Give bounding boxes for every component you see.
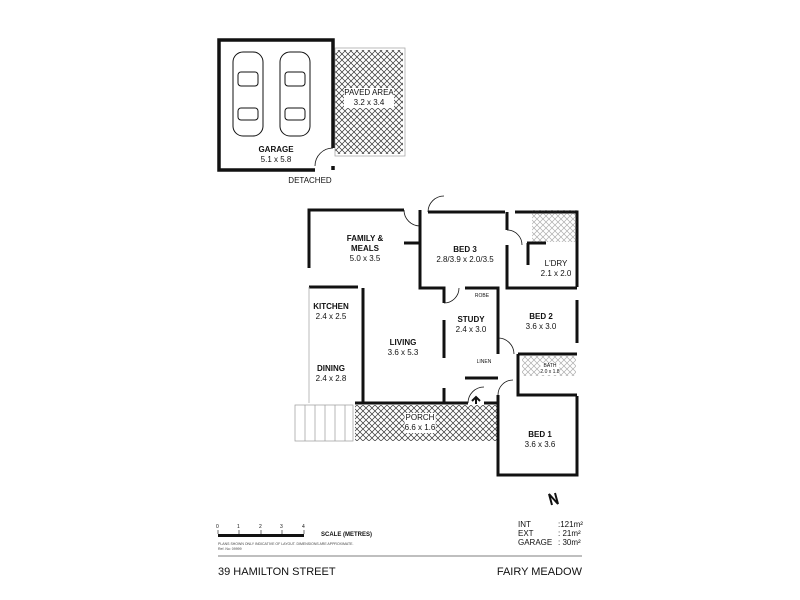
room-size: 2.4 x 3.0 <box>455 325 487 334</box>
room-size: 6.6 x 1.6 <box>404 423 436 432</box>
room-name: BED 2 <box>529 312 553 321</box>
room-size: 3.2 x 3.4 <box>353 98 385 107</box>
detached-note: DETACHED <box>288 176 332 185</box>
room-name: STUDY <box>457 315 485 324</box>
room-size: 2.1 x 2.0 <box>540 269 572 278</box>
reference-number: Ref. No: 09999 <box>218 547 242 551</box>
room-name: BATH <box>543 363 557 369</box>
suburb: FAIRY MEADOW <box>496 566 582 578</box>
scale-tick: 2 <box>259 524 262 530</box>
area-row: GARAGE : 30m² <box>518 538 583 547</box>
room-name: BED 3 <box>453 245 477 254</box>
area-label: INT <box>518 520 531 529</box>
scale-tick: 3 <box>280 524 283 530</box>
robe-label: ROBE <box>474 293 490 299</box>
entry-arrow-icon <box>471 395 481 404</box>
room-name: L'DRY <box>544 259 568 268</box>
room-size: 3.6 x 3.6 <box>524 440 556 449</box>
room-name: GARAGE <box>258 145 294 154</box>
area-row: EXT : 21m² <box>518 529 583 538</box>
disclaimer: PLANS SHOWN ONLY INDICATIVE OF LAYOUT. D… <box>218 542 354 546</box>
room-size: 5.1 x 5.8 <box>260 155 292 164</box>
scale-label: SCALE (METRES) <box>321 532 372 538</box>
room-size: 3.6 x 3.0 <box>525 322 557 331</box>
room-size: 2.4 x 2.5 <box>315 312 347 321</box>
north-arrow-icon <box>548 492 559 506</box>
scale-bar <box>217 530 582 557</box>
area-label: GARAGE <box>518 538 553 547</box>
room-name: PAVED AREA <box>344 88 394 97</box>
room-size: 2.4 x 2.8 <box>315 374 347 383</box>
room-size: 2.0 x 1.8 <box>540 369 560 375</box>
scale-tick: 4 <box>302 524 305 530</box>
room-size: 3.6 x 5.3 <box>387 348 419 357</box>
area-value: :121m² <box>558 520 583 529</box>
area-summary: INT :121m² EXT : 21m² GARAGE : 30m² <box>518 520 583 547</box>
steps <box>294 404 354 442</box>
room-size: 5.0 x 3.5 <box>349 254 381 263</box>
room-name: PORCH <box>405 413 435 422</box>
room-name: FAMILY & MEALS <box>346 234 384 253</box>
scale-tick: 0 <box>216 524 219 530</box>
scale-tick: 1 <box>237 524 240 530</box>
room-name: KITCHEN <box>313 302 349 311</box>
room-name: DINING <box>317 364 345 373</box>
room-size: 2.8/3.9 x 2.0/3.5 <box>436 255 494 264</box>
linen-label: LINEN <box>476 359 492 365</box>
room-name: LIVING <box>389 338 417 347</box>
room-name: BED 1 <box>528 430 552 439</box>
area-row: INT :121m² <box>518 520 583 529</box>
car-icon <box>232 51 311 137</box>
area-value: : 21m² <box>558 529 581 538</box>
area-value: : 30m² <box>558 538 581 547</box>
garage-walls <box>217 38 335 172</box>
address: 39 HAMILTON STREET <box>218 566 336 578</box>
door-swings <box>308 195 523 404</box>
area-label: EXT <box>518 529 534 538</box>
